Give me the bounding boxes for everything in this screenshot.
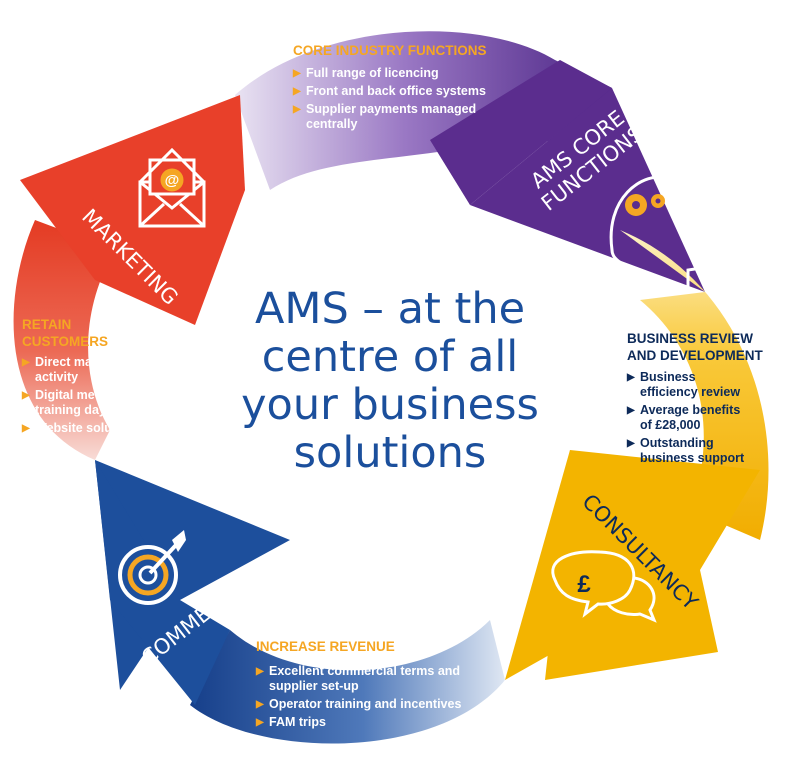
list-item: ▶Full range of licencing: [293, 66, 439, 80]
business-review-list: ▶Business efficiency review ▶Average ben…: [627, 370, 777, 469]
marketing-arrow: [13, 95, 245, 460]
bullet-icon: ▶: [627, 372, 635, 383]
bullet-icon: ▶: [256, 666, 264, 677]
core-functions-title: CORE INDUSTRY FUNCTIONS: [293, 43, 487, 58]
list-item: ▶Business efficiency review: [627, 370, 741, 399]
bullet-icon: ▶: [256, 699, 264, 710]
bullet-icon: ▶: [22, 390, 30, 401]
svg-text:@: @: [165, 172, 180, 189]
bullet-icon: ▶: [22, 423, 30, 434]
core-functions-arrow: [235, 31, 705, 292]
list-item: ▶FAM trips: [256, 715, 326, 729]
list-item: ▶Outstanding business support: [627, 436, 745, 465]
list-item: ▶Website solution: [22, 421, 135, 435]
bullet-icon: ▶: [627, 405, 635, 416]
list-item: ▶Operator training and incentives: [256, 697, 462, 711]
bullet-icon: ▶: [293, 104, 301, 115]
business-review-title: BUSINESS REVIEW AND DEVELOPMENT: [627, 331, 763, 363]
retain-customers-list: ▶Direct marketing activity ▶Digital medi…: [22, 355, 152, 439]
list-item: ▶Excellent commercial terms and supplier…: [256, 664, 461, 693]
email-envelope-icon: @: [138, 147, 206, 228]
head-gears-icon: [609, 175, 715, 290]
bullet-icon: ▶: [293, 68, 301, 79]
target-arrow-icon: [118, 530, 186, 605]
bullet-icon: ▶: [293, 86, 301, 97]
bullet-icon: ▶: [256, 717, 264, 728]
increase-revenue-title: INCREASE REVENUE: [256, 639, 395, 654]
list-item: ▶Direct marketing activity: [22, 355, 134, 384]
center-title: AMS – at the centre of all your business…: [241, 284, 539, 478]
list-item: ▶Supplier payments managed centrally: [293, 102, 477, 131]
retain-customers-title: RETAIN CUSTOMERS: [22, 317, 109, 349]
bullet-icon: ▶: [22, 357, 30, 368]
list-item: ▶Front and back office systems: [293, 84, 486, 98]
consultancy-arrow: [505, 230, 769, 680]
core-functions-list: ▶Full range of licencing ▶Front and back…: [293, 66, 523, 135]
pound-speech-bubbles-icon: £: [551, 550, 657, 623]
increase-revenue-list: ▶Excellent commercial terms and supplier…: [256, 664, 496, 733]
list-item: ▶Digital media training days: [22, 388, 113, 417]
list-item: ▶Average benefits of £28,000: [627, 403, 741, 432]
bullet-icon: ▶: [627, 438, 635, 449]
svg-text:£: £: [577, 571, 591, 598]
